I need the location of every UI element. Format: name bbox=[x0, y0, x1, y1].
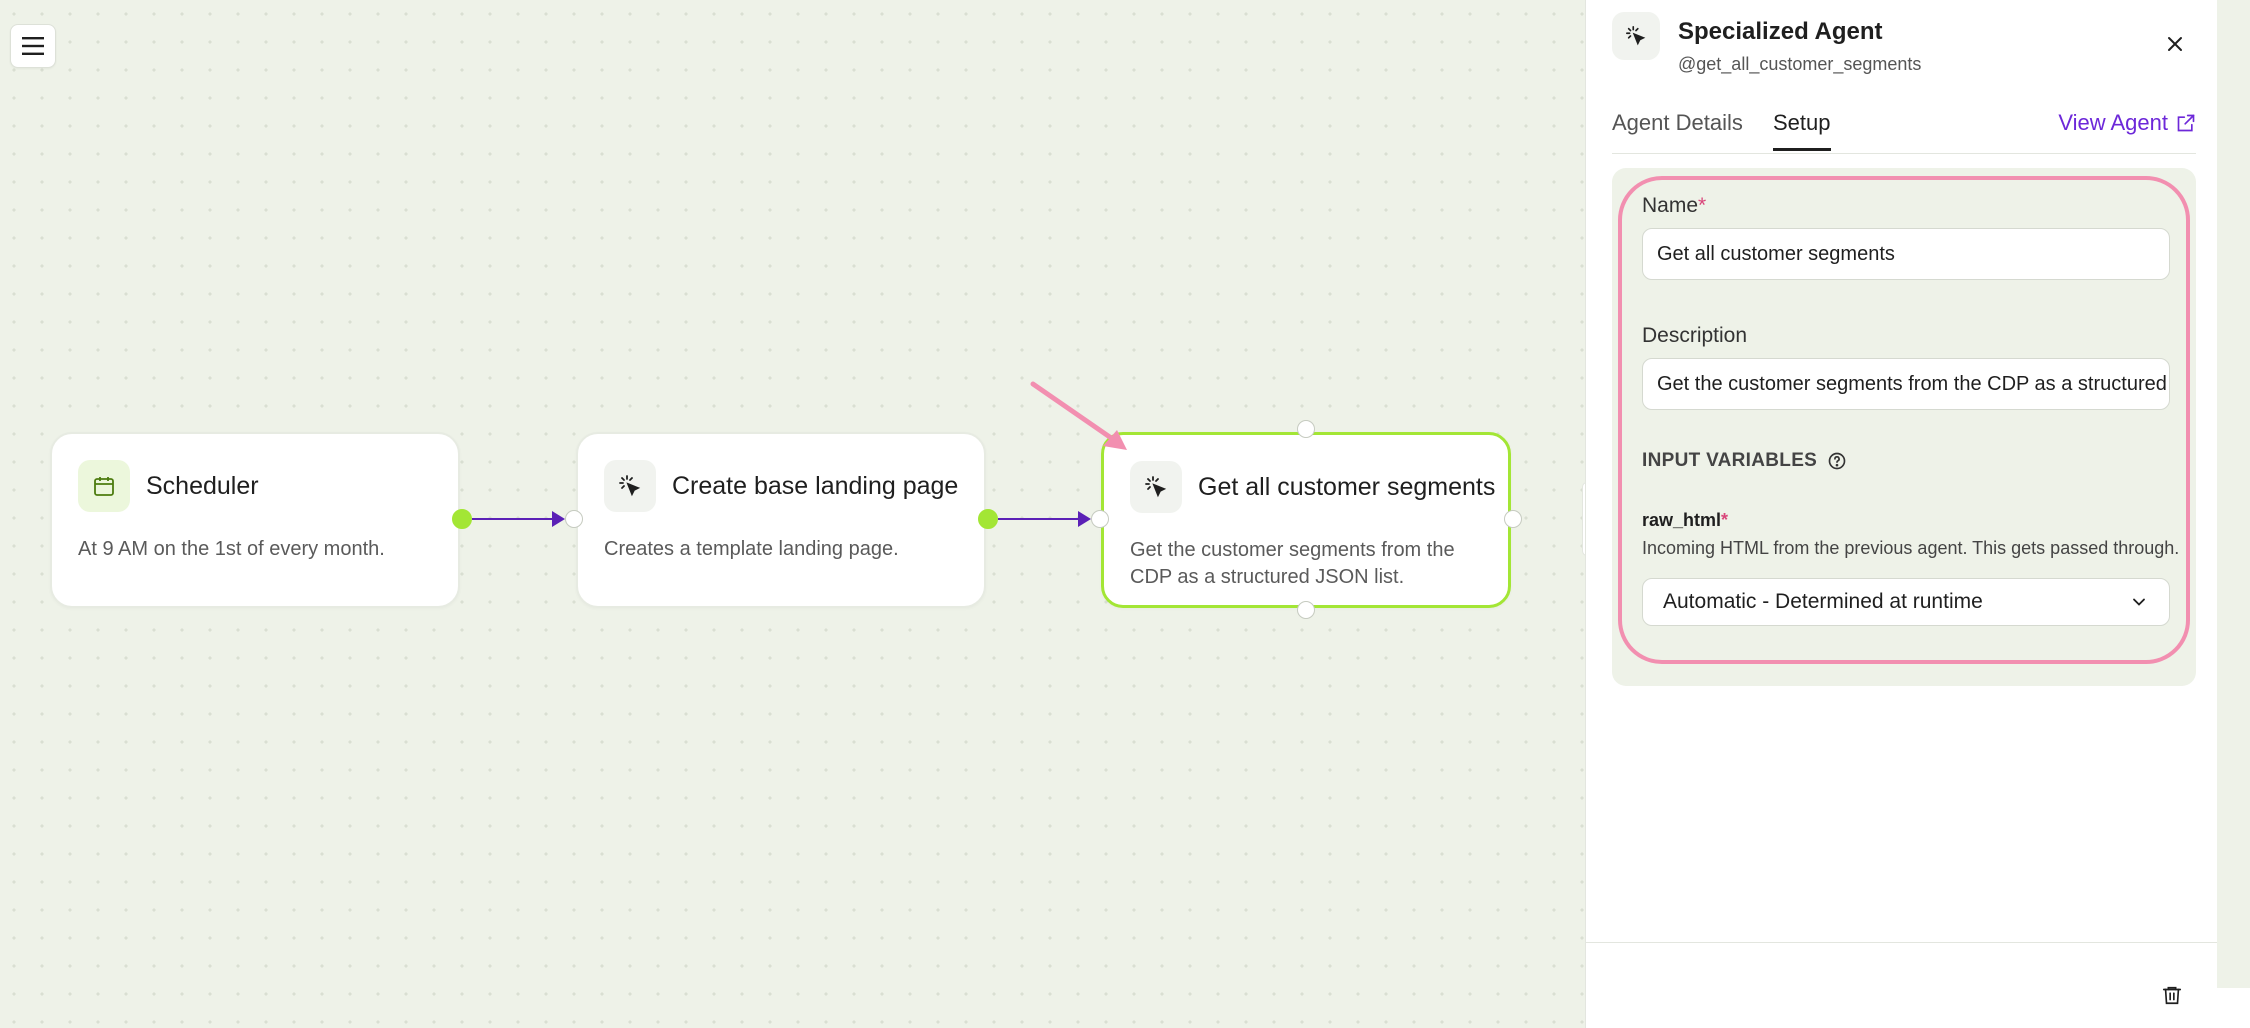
annotation-highlight bbox=[1618, 176, 2190, 664]
edge-arrowhead bbox=[1078, 511, 1091, 527]
annotation-arrow bbox=[1030, 381, 1127, 450]
name-input[interactable]: Get all customer segments bbox=[1642, 228, 2170, 280]
tab-setup[interactable]: Setup bbox=[1773, 110, 1831, 151]
edge-arrowhead bbox=[552, 511, 565, 527]
node-description: Get the customer segments from the CDP a… bbox=[1130, 539, 1455, 588]
variable-name: raw_html* bbox=[1642, 510, 1729, 530]
node-icon bbox=[604, 460, 656, 512]
variable-source-select[interactable]: Automatic - Determined at runtime bbox=[1642, 578, 2170, 626]
edge-scheduler-to-landing-page[interactable] bbox=[472, 518, 556, 520]
close-icon[interactable] bbox=[2163, 32, 2187, 56]
node-get-all-customer-segments[interactable]: Get all customer segments Get the custom… bbox=[1101, 432, 1511, 608]
node-scheduler[interactable]: Scheduler At 9 AM on the 1st of every mo… bbox=[50, 432, 460, 608]
variable-description: Incoming HTML from the previous agent. T… bbox=[1642, 538, 2180, 558]
node-top-handle[interactable] bbox=[1297, 420, 1315, 438]
node-output-handle[interactable] bbox=[1504, 510, 1522, 528]
help-circle-icon[interactable] bbox=[1827, 451, 1847, 471]
node-title: Get all customer segments bbox=[1198, 473, 1496, 501]
panel-footer bbox=[1586, 942, 2217, 1028]
external-link-icon bbox=[2177, 114, 2195, 132]
sparkle-cursor-icon bbox=[619, 475, 641, 497]
node-bottom-handle[interactable] bbox=[1297, 601, 1315, 619]
node-description: Creates a template landing page. bbox=[604, 538, 899, 560]
node-title: Scheduler bbox=[146, 472, 259, 500]
trash-icon[interactable] bbox=[2161, 983, 2183, 1007]
node-input-handle[interactable] bbox=[1091, 510, 1109, 528]
node-description: At 9 AM on the 1st of every month. bbox=[78, 538, 385, 560]
node-icon bbox=[1130, 461, 1182, 513]
node-create-base-landing-page[interactable]: Create base landing page Creates a templ… bbox=[576, 432, 986, 608]
menu-button[interactable] bbox=[10, 24, 56, 68]
calendar-icon bbox=[94, 477, 114, 496]
edge-landing-page-to-segments[interactable] bbox=[998, 518, 1082, 520]
sparkle-cursor-icon bbox=[1145, 476, 1167, 498]
hamburger-menu-icon bbox=[22, 37, 44, 55]
canvas-corner bbox=[2217, 988, 2250, 1028]
panel-header-icon bbox=[1612, 12, 1660, 60]
panel-tabs: Agent Details Setup View Agent bbox=[1612, 106, 2196, 154]
panel-subtitle: @get_all_customer_segments bbox=[1678, 54, 1922, 74]
view-agent-link[interactable]: View Agent bbox=[2058, 110, 2196, 136]
canvas-edge-strip bbox=[2217, 0, 2250, 1028]
panel-title: Specialized Agent bbox=[1678, 18, 1883, 45]
description-label: Description bbox=[1642, 324, 1748, 347]
input-variables-heading: INPUT VARIABLES bbox=[1642, 450, 1847, 472]
sparkle-cursor-icon bbox=[1626, 26, 1646, 46]
chevron-down-icon bbox=[2133, 598, 2145, 606]
node-input-handle[interactable] bbox=[565, 510, 583, 528]
node-icon bbox=[78, 460, 130, 512]
agent-side-panel: Specialized Agent @get_all_customer_segm… bbox=[1585, 0, 2217, 1028]
name-label: Name* bbox=[1642, 194, 1707, 217]
select-value: Automatic - Determined at runtime bbox=[1663, 590, 1983, 613]
tab-agent-details[interactable]: Agent Details bbox=[1612, 110, 1743, 135]
view-agent-label: View Agent bbox=[2058, 110, 2168, 135]
node-output-handle[interactable] bbox=[452, 509, 472, 529]
node-title: Create base landing page bbox=[672, 472, 959, 500]
description-input[interactable]: Get the customer segments from the CDP a… bbox=[1642, 358, 2170, 410]
node-output-handle[interactable] bbox=[978, 509, 998, 529]
